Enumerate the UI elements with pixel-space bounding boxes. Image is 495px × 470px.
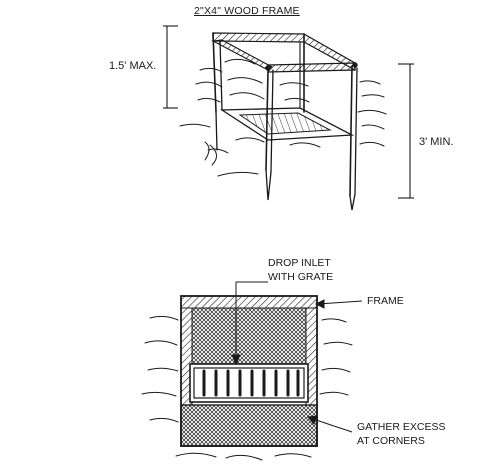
height-dimension-bracket (163, 25, 178, 109)
gather-excess-label-line1: GATHER EXCESS (357, 421, 446, 433)
plan-view-inlet (141, 295, 353, 461)
height-max-label: 1.5' MAX. (109, 60, 157, 72)
frame-title-label: 2"X4" WOOD FRAME (194, 5, 300, 17)
wood-frame-isometric (179, 32, 387, 211)
drop-inlet-label-line1: DROP INLET (268, 257, 331, 269)
gather-excess-label-line2: AT CORNERS (357, 435, 425, 447)
leader-lines (231, 281, 363, 433)
depth-dimension-bracket (398, 63, 414, 199)
depth-min-label: 3' MIN. (419, 136, 454, 148)
drop-inlet-label-line2: WITH GRATE (268, 271, 334, 283)
frame-label: FRAME (367, 295, 404, 307)
